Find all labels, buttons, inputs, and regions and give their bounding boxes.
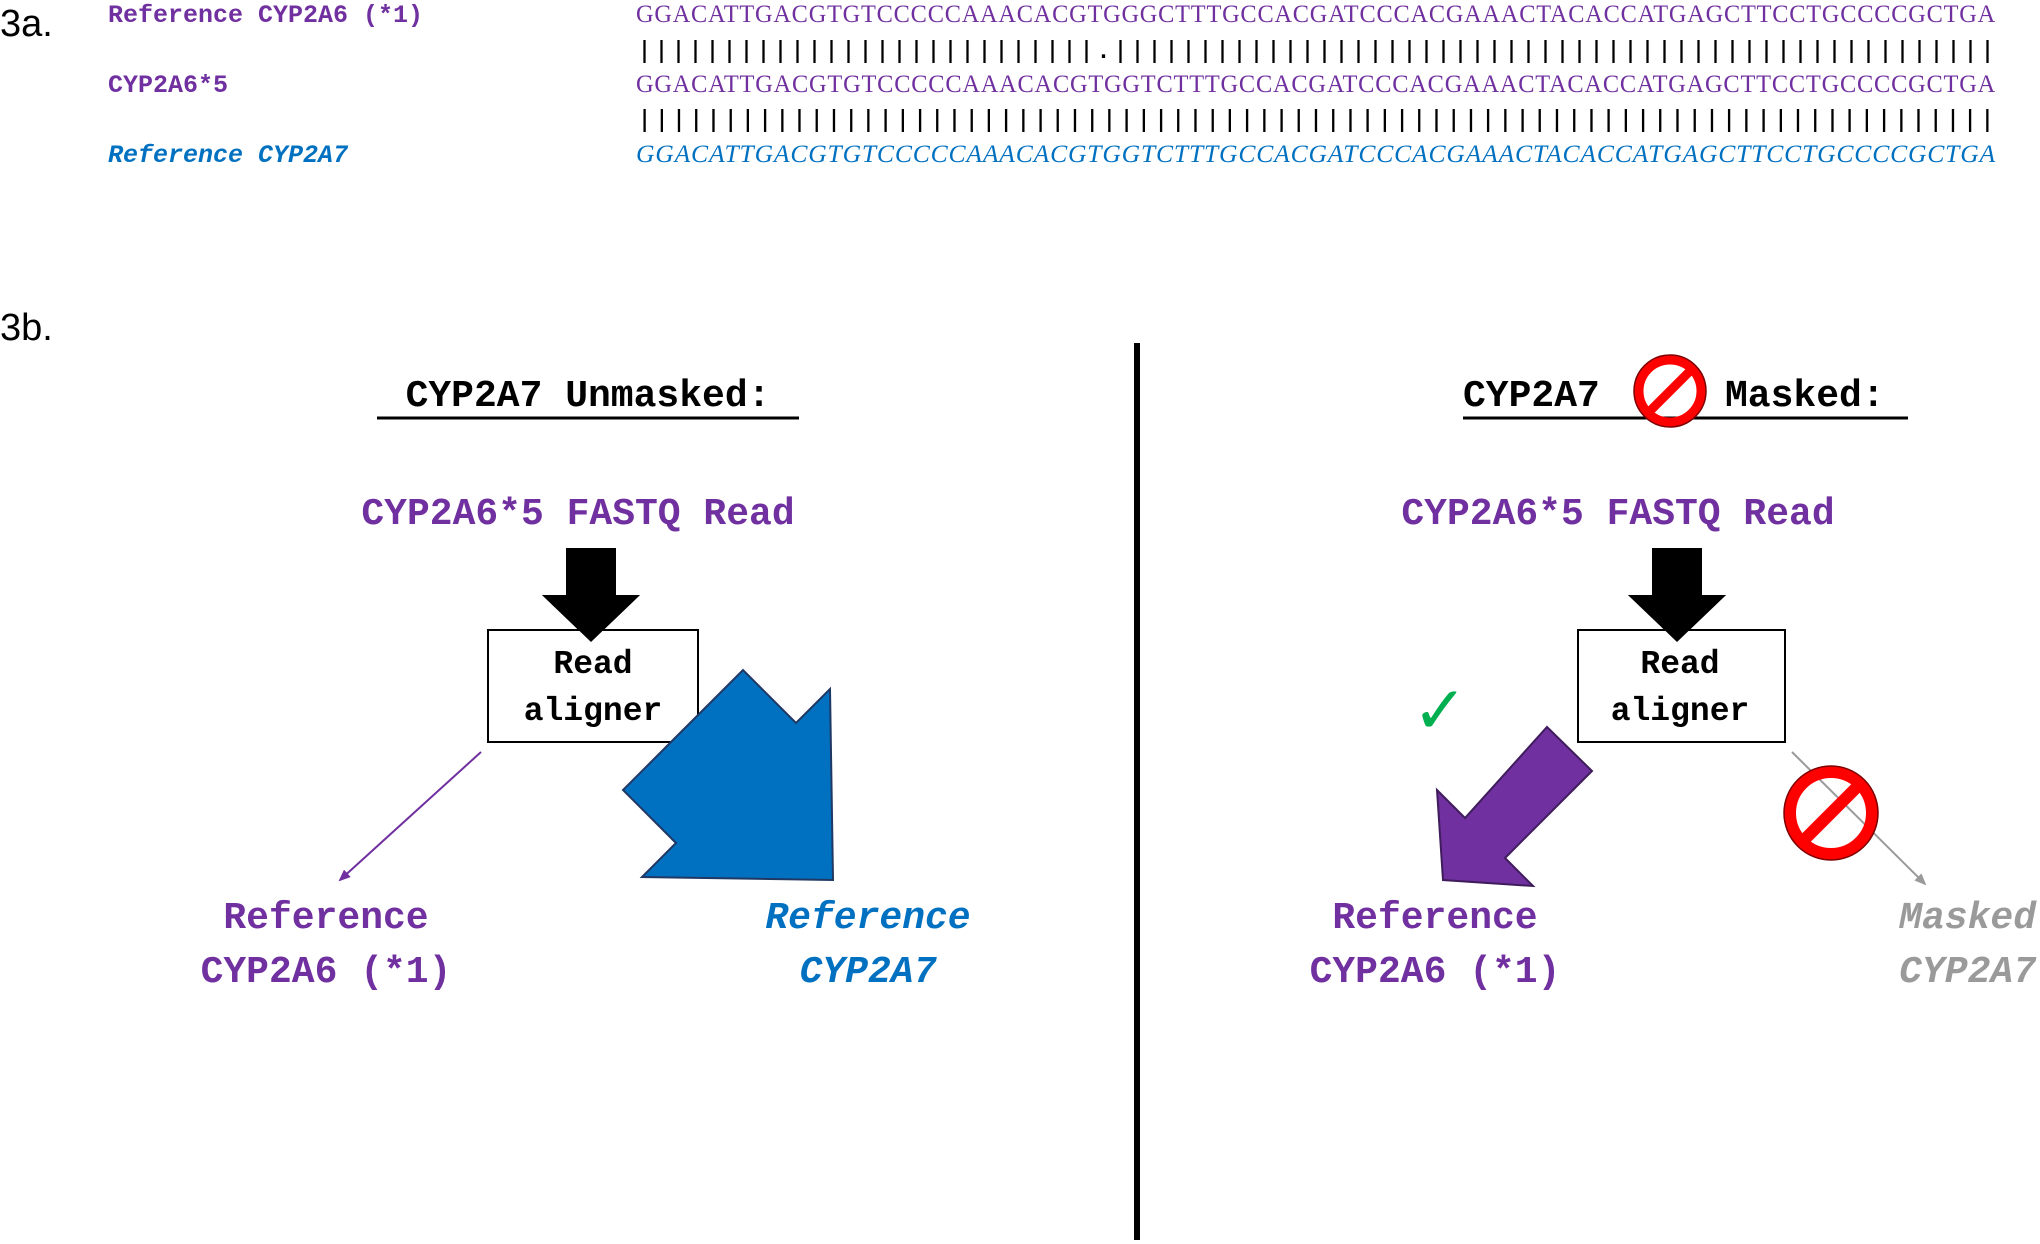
target-left-line1-right: Reference [1332, 897, 1537, 940]
sequence-reference-cyp2a6: GGACATTGACGTGTCCCCCAAACACGTGGGCTTTGCCACG… [636, 1, 1996, 28]
target-right-line1: Reference [765, 897, 970, 940]
sequence-cyp2a6-5: GGACATTGACGTGTCCCCCAAACACGTGGTCTTTGCCACG… [636, 71, 1996, 98]
thin-arrow [338, 751, 482, 882]
aligner-label-line1-left: Read [553, 646, 632, 683]
prohibition-icon [1633, 354, 1707, 428]
heading-masked-part2: Masked: [1725, 375, 1885, 418]
wide-arrow-right [1435, 725, 1594, 888]
sequence-reference-cyp2a7: GGACATTGACGTGTCCCCCAAACACGTGGTCTTTGCCACG… [636, 141, 1996, 168]
target-right-line2: CYP2A7 [800, 951, 938, 994]
match-line-2: ||||||||||||||||||||||||||||||||||||||||… [636, 106, 1996, 135]
label-cyp2a6-5: CYP2A6*5 [108, 71, 228, 100]
heading-unmasked: CYP2A7 Unmasked: [406, 375, 771, 418]
masked-target-line1: Masked [1898, 897, 2037, 940]
prohibition-icon-large [1783, 765, 1879, 861]
match-line-1: |||||||||||||||||||||||||||.||||||||||||… [636, 37, 1996, 66]
read-aligner-box-right [1577, 629, 1786, 743]
aligner-label-line2-right: aligner [1611, 693, 1750, 730]
heading-masked-part1: CYP2A7 [1463, 375, 1600, 418]
target-left-line1: Reference [223, 897, 428, 940]
read-aligner-box-left [487, 629, 699, 743]
fastq-read-left: CYP2A6*5 FASTQ Read [361, 493, 794, 536]
label-reference-cyp2a6: Reference CYP2A6 (*1) [108, 1, 423, 30]
masked-target-line2: CYP2A7 [1899, 951, 2037, 994]
aligner-label-line1-right: Read [1640, 646, 1719, 683]
label-reference-cyp2a7: Reference CYP2A7 [108, 141, 349, 170]
down-arrow-tip [542, 595, 640, 642]
fastq-read-right: CYP2A6*5 FASTQ Read [1401, 493, 1834, 536]
down-arrow-tip-right [1628, 595, 1726, 642]
check-icon: ✓ [1412, 672, 1467, 749]
aligner-label-line2-left: aligner [524, 693, 663, 730]
panel-a-label: 3a. [0, 3, 53, 45]
target-left-line2: CYP2A6 (*1) [201, 951, 452, 994]
target-left-line2-right: CYP2A6 (*1) [1310, 951, 1561, 994]
panel-b-label: 3b. [0, 307, 53, 349]
wide-arrow [621, 668, 835, 882]
